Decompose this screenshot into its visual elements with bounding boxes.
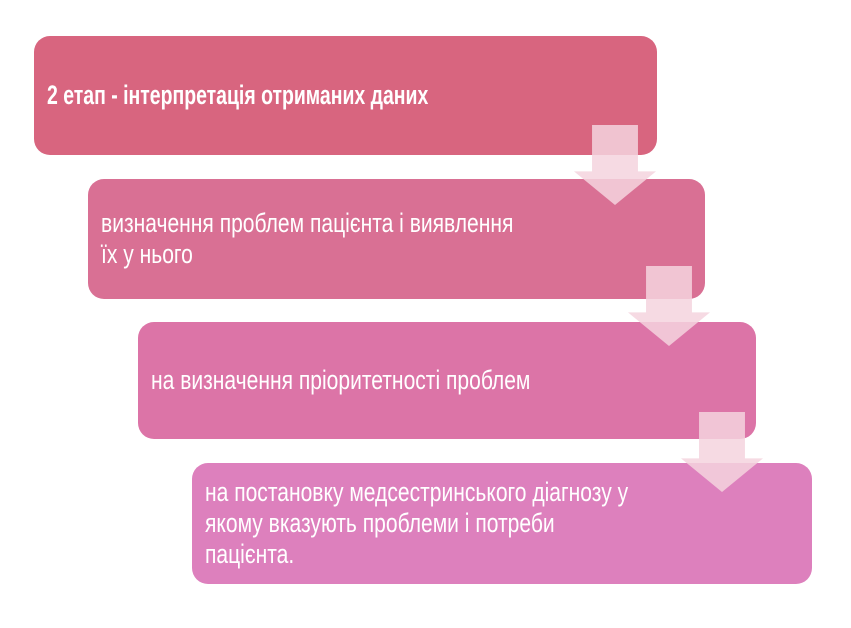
step-2-line-1: визначення проблем пацієнта і виявлення	[101, 208, 514, 238]
process-step-box-4: на постановку медсестринського діагнозу …	[192, 463, 812, 584]
step-2-line-2: їх у нього	[101, 239, 193, 269]
process-step-box-3: на визначення пріоритетності проблем	[138, 322, 756, 439]
process-step-box-2: визначення проблем пацієнта і виявлення …	[88, 179, 705, 299]
process-step-box-1: 2 етап - інтерпретація отриманих даних	[34, 36, 657, 155]
step-1-line-1: 2 етап - інтерпретація отриманих даних	[47, 80, 429, 110]
step-4-text: на постановку медсестринського діагнозу …	[205, 477, 671, 570]
step-3-line-1: на визначення пріоритетності проблем	[151, 365, 531, 395]
step-4-line-2: якому вказують проблеми і потреби	[205, 508, 555, 538]
step-4-line-1: на постановку медсестринського діагнозу …	[205, 477, 629, 507]
step-4-line-3: пацієнта.	[205, 539, 295, 569]
step-2-text: визначення проблем пацієнта і виявлення …	[101, 208, 564, 270]
step-3-text: на визначення пріоритетності проблем	[151, 365, 615, 396]
step-1-text: 2 етап - інтерпретація отриманих даних	[47, 80, 479, 111]
